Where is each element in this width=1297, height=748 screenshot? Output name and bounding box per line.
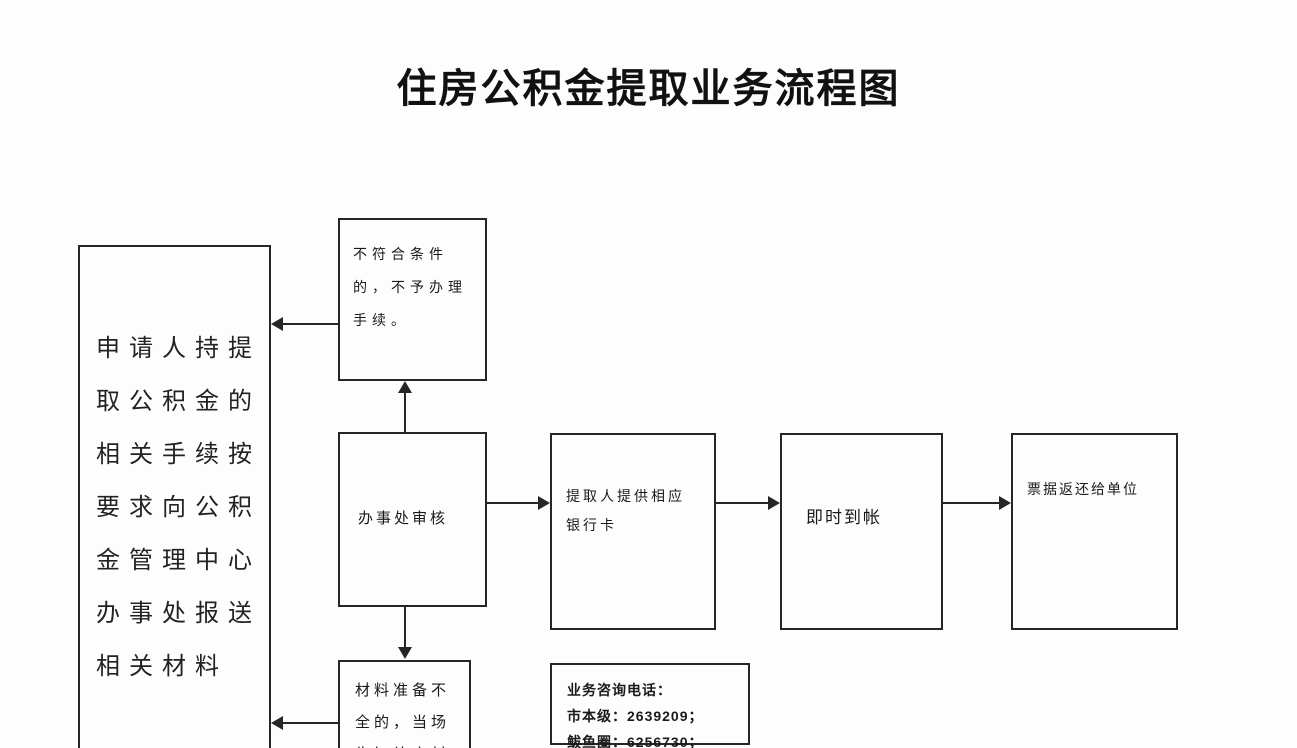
- arrow-review-to-incomplete-shaft: [404, 607, 406, 649]
- arrow-incomplete-to-applicant-shaft: [281, 722, 338, 724]
- node-text-line: 取公积金的: [96, 388, 261, 415]
- flow-node-receipt: 票据返还给单位: [1011, 433, 1178, 630]
- node-text-line: 银行卡: [566, 517, 617, 533]
- node-text-line: 即时到帐: [806, 508, 882, 527]
- node-text-line: 相关手续按: [96, 441, 261, 468]
- arrow-reject-to-applicant-head: [271, 317, 283, 331]
- node-text-line: 办事处报送: [96, 600, 261, 627]
- flow-node-bankcard: 提取人提供相应 银行卡: [550, 433, 716, 630]
- page-title: 住房公积金提取业务流程图: [396, 67, 901, 111]
- node-text-line: 办事处审核: [358, 510, 449, 527]
- node-text-line: 不符合条件: [353, 246, 448, 262]
- arrow-review-to-reject-head: [398, 381, 412, 393]
- arrow-credit-to-receipt-head: [999, 496, 1011, 510]
- flow-node-reject: 不符合条件 的，不予办理 手续。: [338, 218, 487, 381]
- node-text-line: 相关材料: [96, 653, 228, 680]
- flow-node-credit: 即时到帐: [780, 433, 943, 630]
- node-text-line: 手续。: [353, 312, 410, 328]
- arrow-review-to-incomplete-head: [398, 647, 412, 659]
- flow-node-applicant: 申请人持提 取公积金的 相关手续按 要求向公积 金管理中心 办事处报送 相关材料: [78, 245, 271, 748]
- arrow-review-to-bankcard-head: [538, 496, 550, 510]
- arrow-review-to-bankcard-shaft: [487, 502, 539, 504]
- node-text-line: 金管理中心: [96, 547, 261, 574]
- node-text-line: 要求向公积: [96, 494, 261, 521]
- arrow-credit-to-receipt-shaft: [943, 502, 1000, 504]
- node-text-line: 告知补齐材: [355, 739, 469, 748]
- node-text-line: 全的，当场: [355, 714, 451, 731]
- node-text-line: 提取人提供相应: [566, 488, 685, 504]
- arrow-reject-to-applicant-shaft: [281, 323, 338, 325]
- flow-node-review: 办事处审核: [338, 432, 487, 607]
- arrow-bankcard-to-credit-shaft: [716, 502, 769, 504]
- phone-heading: 业务咨询电话：: [567, 682, 672, 698]
- arrow-incomplete-to-applicant-head: [271, 716, 283, 730]
- info-box-phone: 业务咨询电话： 市本级：2639209； 鲅鱼圈：6256730；: [550, 663, 750, 748]
- node-text-line: 材料准备不: [355, 682, 451, 699]
- phone-bayuquan: 鲅鱼圈：6256730；: [567, 734, 704, 748]
- node-text-line: 的，不予办理: [353, 279, 467, 295]
- node-text-line: 申请人持提: [96, 335, 261, 362]
- phone-city-level: 市本级：2639209；: [567, 708, 704, 724]
- arrow-review-to-reject-shaft: [404, 389, 406, 432]
- node-text-line: 票据返还给单位: [1027, 481, 1139, 497]
- flow-node-incomplete: 材料准备不 全的，当场 告知补齐材: [338, 660, 471, 748]
- arrow-bankcard-to-credit-head: [768, 496, 780, 510]
